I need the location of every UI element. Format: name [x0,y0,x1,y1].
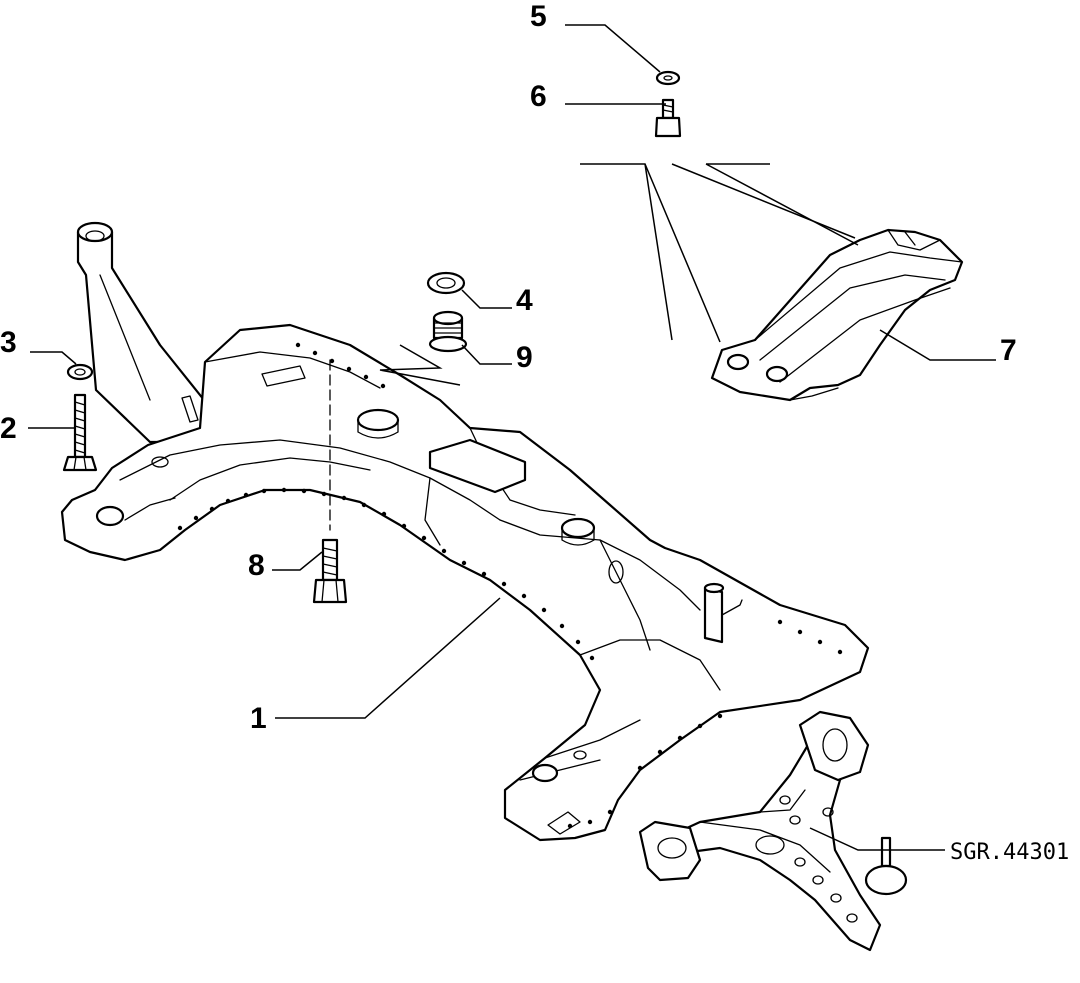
callout-9: 9 [516,341,533,374]
flange-perforations [177,342,843,829]
front-bushing [638,820,702,882]
washer-5 [655,70,681,86]
bushing-9 [428,310,468,353]
right-mounting-stud [703,586,724,644]
ball-joint-stud [880,836,892,868]
upper-boss [356,408,400,432]
lower-control-arm [638,710,908,952]
rear-boss [560,517,596,539]
callout-2: 2 [0,412,17,445]
front-crossmember [60,221,870,842]
callout-3: 3 [0,326,17,359]
right-mount-hole [531,763,559,783]
bolt-8 [312,538,348,604]
callout-5: 5 [530,0,547,33]
callout-7: 7 [1000,334,1017,367]
left-mounting-tower [76,230,222,444]
callout-labels: 1 2 3 4 5 6 7 8 9 [0,0,1017,735]
bolt-6 [654,98,682,138]
bracket-hole-right [765,365,789,383]
ball-joint [864,864,908,896]
bolt-2 [62,393,98,472]
leader-lines [28,24,996,851]
rear-bushing [798,710,870,782]
drawing-reference: SGR.44301 [950,840,1069,865]
callout-1: 1 [250,702,267,735]
bracket-hole-left [726,353,750,371]
callout-8: 8 [248,549,265,582]
washer-3 [66,363,94,381]
tower-top-bore [76,221,114,243]
callout-4: 4 [516,284,533,317]
left-mount-hole [95,505,125,527]
reinforcement-bracket-7 [710,228,964,402]
washer-4 [426,271,466,295]
callout-6: 6 [530,80,547,113]
